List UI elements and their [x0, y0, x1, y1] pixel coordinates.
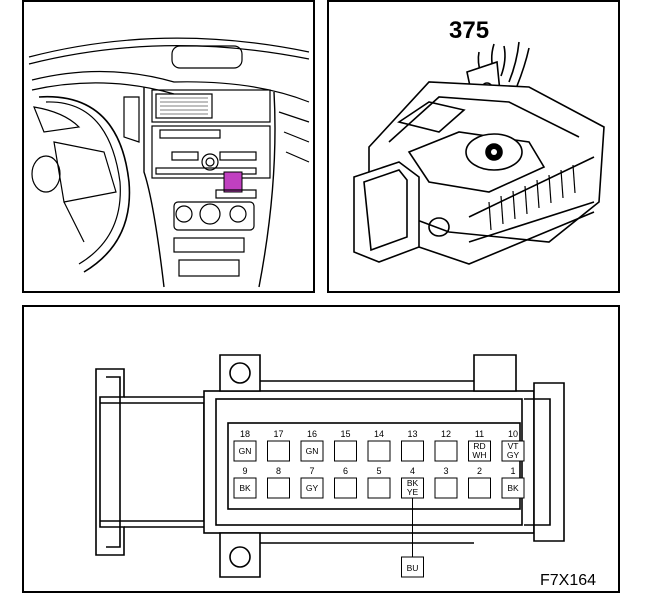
dashboard-location-panel [22, 0, 315, 293]
pin-cavity [300, 477, 324, 499]
wire-color-code: GY [306, 483, 319, 493]
pin-number-label: 3 [443, 466, 448, 476]
pin-number-label: 5 [376, 466, 381, 476]
pin-cavity [501, 440, 525, 462]
pin-number-label: 13 [407, 429, 417, 439]
pin-cavity [334, 440, 357, 462]
pin-cavity [434, 477, 458, 499]
pin-cavity [334, 477, 357, 499]
pin-cavity [468, 440, 491, 462]
pin-cavity [501, 477, 525, 499]
wire-color-code: BK [507, 483, 519, 493]
pin-cavity [300, 440, 324, 462]
figure-code: F7X164 [540, 572, 596, 589]
pin-number-label: 12 [441, 429, 451, 439]
pin-cavity [434, 440, 458, 462]
connector-isometric-panel: 375 [327, 0, 620, 293]
pin-number-label: 17 [273, 429, 283, 439]
pin-cavity [468, 477, 491, 499]
pin-number-label: 10 [508, 429, 518, 439]
wire-label-box [401, 556, 424, 578]
pin-cavity [233, 440, 257, 462]
pin-cavity [267, 440, 290, 462]
module-location-highlight [223, 171, 243, 193]
pin-number-label: 8 [276, 466, 281, 476]
wire-color-code: BK [239, 483, 251, 493]
pin-number-label: 14 [374, 429, 384, 439]
pin-cavity [267, 477, 290, 499]
part-number-label: 375 [449, 17, 489, 44]
wire-label: BU [407, 563, 419, 573]
pin-number-label: 11 [475, 429, 484, 439]
pin-cavity [367, 477, 391, 499]
pin-cavity [233, 477, 257, 499]
wire-color-code: GN [239, 446, 252, 456]
connector-illustration: 375 [353, 17, 605, 265]
pin-number-label: 9 [242, 466, 247, 476]
pin-number-label: 4 [410, 466, 415, 476]
pin-number-label: 2 [477, 466, 482, 476]
pin-cavity [401, 440, 424, 462]
pin-number-label: 15 [340, 429, 350, 439]
dashboard-illustration [28, 37, 310, 288]
pin-number-label: 1 [510, 466, 515, 476]
pin-number-label: 6 [343, 466, 348, 476]
pin-number-label: 16 [307, 429, 317, 439]
pin-number-label: 18 [240, 429, 250, 439]
pin-number-label: 7 [309, 466, 314, 476]
pin-cavity [367, 440, 391, 462]
wire-color-code: GN [306, 446, 319, 456]
